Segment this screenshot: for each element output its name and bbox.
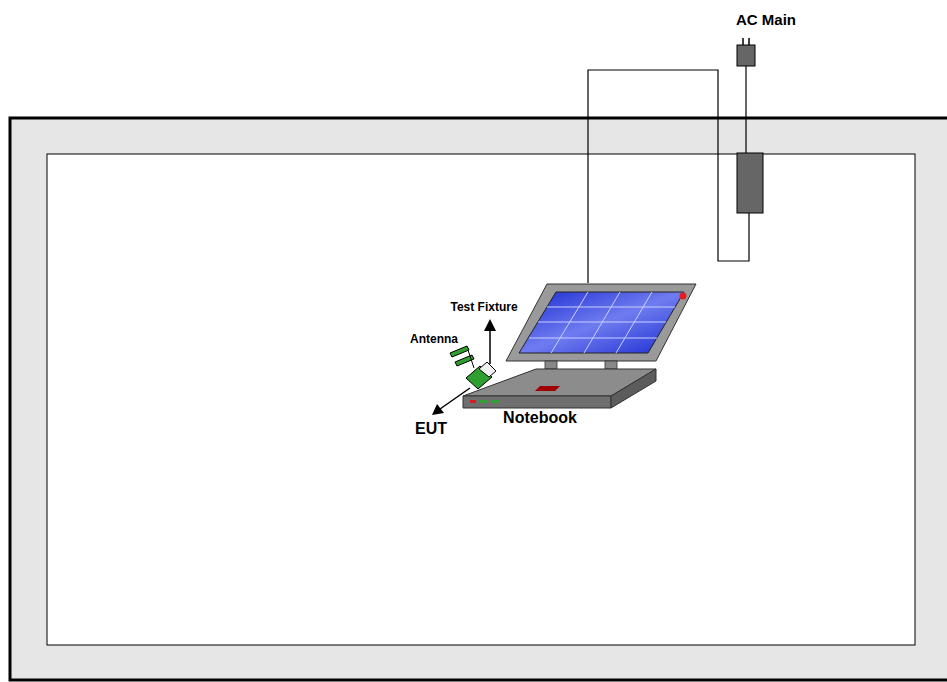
part-label: Antenna xyxy=(410,333,458,347)
dc-cable xyxy=(588,70,749,283)
chamber-wall xyxy=(10,118,947,680)
pointer-arrow xyxy=(432,388,470,415)
power-cord xyxy=(745,66,746,153)
part-label: EUT xyxy=(415,420,447,438)
pointer-arrow xyxy=(484,319,496,364)
power-adapter xyxy=(737,153,763,213)
chamber-floor xyxy=(47,154,915,645)
part-label: Notebook xyxy=(503,409,577,427)
antenna xyxy=(450,346,474,368)
ac-plug xyxy=(737,38,755,66)
part-label: Test Fixture xyxy=(450,301,517,315)
eut-card xyxy=(466,362,496,389)
part-label: AC Main xyxy=(736,11,796,28)
